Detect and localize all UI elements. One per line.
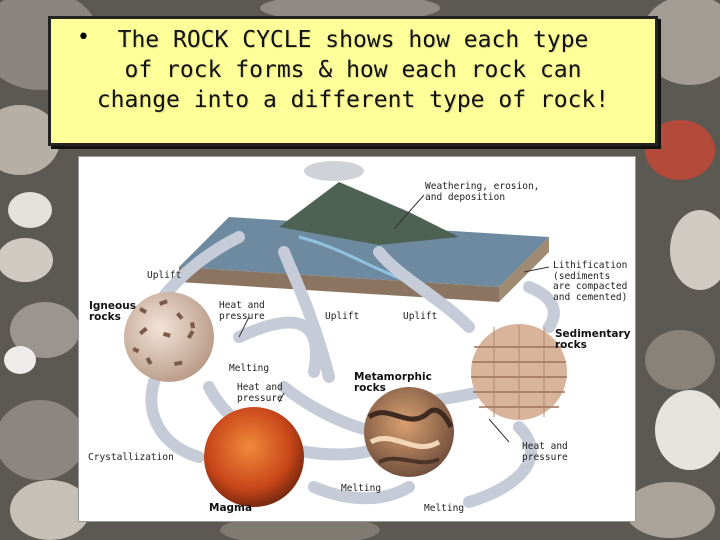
sedimentary-rock-ball (471, 324, 567, 420)
label-igneous: Igneous rocks (89, 300, 136, 323)
label-melting-3: Melting (424, 503, 465, 514)
leader-lines (238, 194, 550, 443)
rock-cycle-diagram: Weathering, erosion, and deposition Lith… (78, 156, 636, 522)
title-line-2: of rock forms & how each rock can (124, 57, 582, 83)
landscape-block (179, 161, 549, 302)
label-melting-1: Melting (229, 363, 270, 374)
metamorphic-rock-ball (364, 387, 454, 477)
label-uplift-left: Uplift (147, 270, 182, 281)
label-crystallization: Crystallization (88, 452, 174, 463)
label-uplift-right: Uplift (403, 311, 438, 322)
title-text: The ROCK CYCLE shows how each type of ro… (51, 25, 655, 115)
label-sedimentary: Sedimentary rocks (555, 328, 631, 351)
label-melting-2: Melting (341, 483, 382, 494)
label-lithification: Lithification (sediments are compacted a… (553, 260, 628, 303)
title-line-3: change into a different type of rock! (96, 87, 610, 113)
title-line-1: The ROCK CYCLE shows how each type (117, 27, 589, 53)
label-magma: Magma (209, 502, 253, 514)
title-box: • The ROCK CYCLE shows how each type of … (48, 16, 658, 146)
label-weathering: Weathering, erosion, and deposition (425, 181, 540, 203)
rock-cycle-illustration (124, 161, 567, 508)
label-metamorphic: Metamorphic rocks (354, 371, 432, 394)
magma-ball (204, 407, 304, 507)
label-heat-pressure-1: Heat and pressure (219, 300, 265, 322)
label-heat-pressure-2: Heat and pressure (237, 382, 283, 404)
title-bullet: • (77, 25, 90, 50)
label-uplift-mid: Uplift (325, 311, 360, 322)
igneous-rock-ball (124, 292, 214, 382)
label-heat-pressure-3: Heat and pressure (522, 441, 568, 463)
